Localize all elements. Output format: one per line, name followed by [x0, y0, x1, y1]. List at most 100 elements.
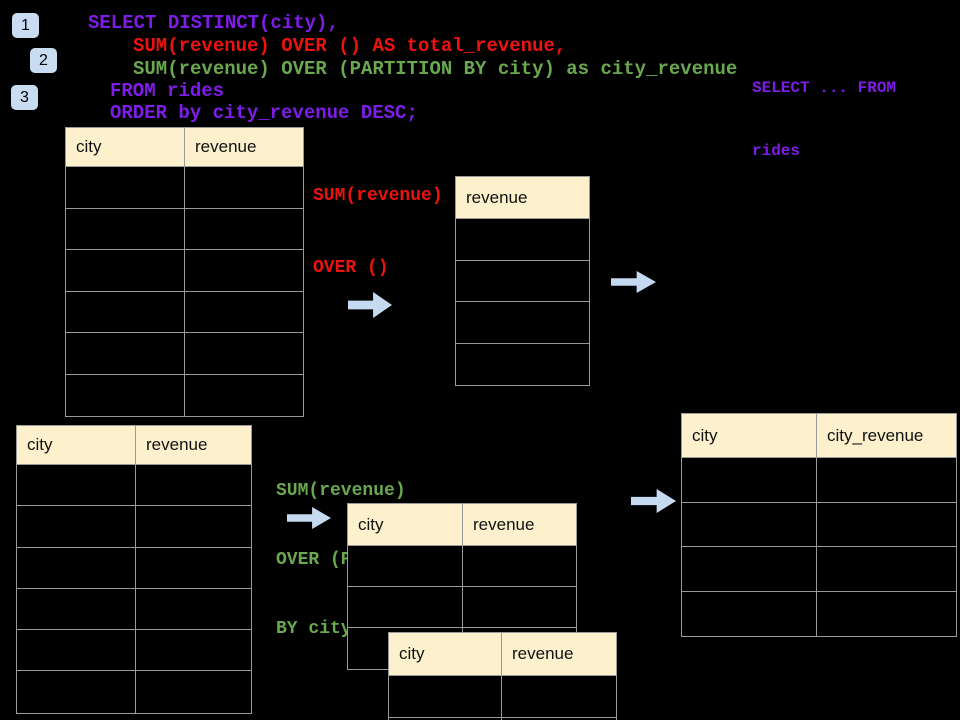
column-header-city: city — [348, 504, 463, 545]
table-row — [66, 167, 303, 209]
table-cell — [817, 591, 956, 636]
annotation-line-1: SUM(revenue) — [276, 481, 406, 501]
table-cell — [389, 718, 502, 720]
column-header-revenue: revenue — [512, 644, 574, 663]
table-cell — [17, 506, 136, 547]
table-row — [17, 671, 251, 713]
table-header-row: city city_revenue — [682, 414, 956, 458]
table-cell — [17, 547, 136, 588]
table-body — [66, 167, 303, 416]
table-cell — [348, 587, 463, 627]
table-cell — [185, 167, 303, 208]
sql-line-select: SELECT DISTINCT(city), — [88, 12, 339, 34]
table-cell — [682, 591, 817, 636]
table-cell — [456, 302, 589, 343]
table-row — [66, 291, 303, 333]
table-cell — [185, 374, 303, 416]
table-cell — [17, 588, 136, 630]
table-cell — [682, 502, 817, 546]
table-cell — [817, 502, 956, 546]
table-row — [456, 302, 589, 344]
table-body — [17, 465, 251, 713]
step-badge-2: 2 — [30, 48, 57, 73]
table-cell — [817, 547, 956, 591]
table-cell — [66, 250, 185, 291]
table-cell — [136, 588, 251, 630]
table-cell — [136, 465, 251, 506]
table-partition-step-2: city revenue — [388, 632, 617, 720]
table-row — [389, 676, 616, 718]
table-row — [682, 458, 956, 503]
table-cell — [348, 546, 463, 586]
table-cell — [185, 208, 303, 249]
table-header-row: city revenue — [348, 504, 576, 546]
column-header-revenue: revenue — [466, 187, 528, 207]
annotation-line-1: SUM(revenue) — [313, 186, 443, 206]
table-cell — [463, 546, 576, 586]
table-cell — [17, 671, 136, 713]
table-cell — [502, 718, 616, 720]
table-cell — [136, 671, 251, 713]
table-row — [682, 591, 956, 636]
table-cell — [136, 630, 251, 671]
table-cell — [136, 547, 251, 588]
sql-line-city-revenue: SUM(revenue) OVER (PARTITION BY city) as… — [133, 58, 738, 80]
table-city-revenue-result: city city_revenue — [681, 413, 957, 637]
table-source-rides: city revenue — [65, 127, 304, 417]
table-row — [389, 718, 616, 720]
table-total-revenue: revenue — [455, 176, 590, 386]
table-cell — [66, 333, 185, 374]
table-cell — [66, 167, 185, 208]
table-cell — [682, 458, 817, 502]
table-row — [66, 374, 303, 416]
table-cell — [682, 547, 817, 591]
sql-line-from: FROM rides — [110, 80, 225, 102]
table-row — [17, 630, 251, 672]
column-header-revenue: revenue — [473, 514, 535, 534]
table-row — [456, 219, 589, 261]
note-select-from-rides: SELECT ... FROM rides — [752, 36, 896, 204]
table-row — [348, 546, 576, 587]
table-cell — [502, 676, 616, 717]
column-header-city-revenue: city_revenue — [827, 425, 924, 445]
table-row — [17, 588, 251, 631]
table-header-row: city revenue — [389, 633, 616, 676]
table-cell — [185, 333, 303, 374]
table-cell — [456, 260, 589, 301]
table-cell — [66, 291, 185, 332]
annotation-line-2: OVER () — [313, 258, 389, 278]
table-body — [389, 676, 616, 720]
table-cell — [456, 343, 589, 385]
table-row — [682, 547, 956, 592]
column-header-city: city — [682, 414, 817, 457]
column-header-city: city — [389, 633, 502, 675]
column-header-city: city — [66, 128, 185, 166]
table-body — [456, 219, 589, 385]
table-header-row: city revenue — [66, 128, 303, 167]
table-cell — [66, 208, 185, 249]
arrow-right-icon — [611, 271, 656, 293]
note-line-1: SELECT ... FROM — [752, 79, 897, 97]
table-row — [17, 547, 251, 589]
table-body — [682, 458, 956, 636]
step-badge-1: 1 — [12, 13, 39, 38]
table-cell — [17, 630, 136, 671]
table-cell — [185, 250, 303, 291]
arrow-right-icon — [631, 489, 676, 513]
table-row — [66, 250, 303, 292]
table-row — [17, 465, 251, 507]
table-cell — [463, 587, 576, 627]
note-line-2: rides — [752, 142, 801, 160]
column-header-revenue: revenue — [195, 137, 257, 156]
table-cell — [136, 506, 251, 547]
table-row — [682, 502, 956, 547]
table-cell — [389, 676, 502, 717]
table-header-row: city revenue — [17, 426, 251, 465]
table-row — [456, 343, 589, 385]
table-row — [456, 260, 589, 302]
column-header-city: city — [17, 426, 136, 464]
table-row — [66, 333, 303, 375]
sql-line-total-revenue: SUM(revenue) OVER () AS total_revenue, — [133, 35, 567, 57]
annotation-sum-over-all: SUM(revenue) OVER () — [313, 136, 443, 328]
